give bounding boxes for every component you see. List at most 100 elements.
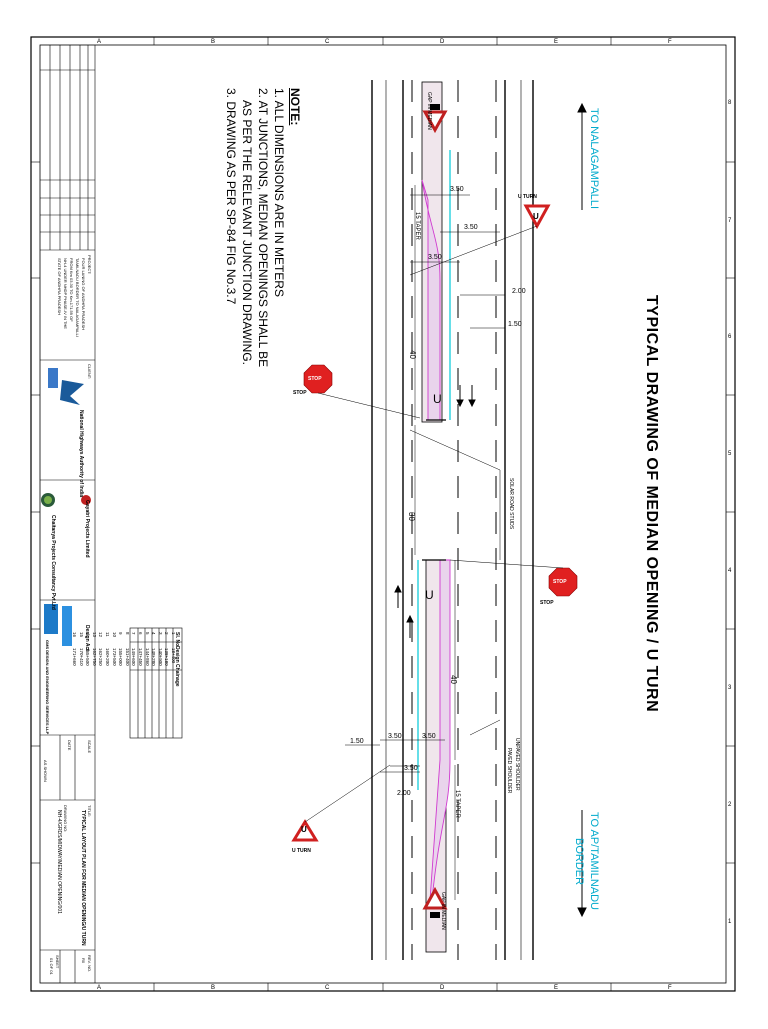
taper-bottom-label: 15 TAPER (454, 790, 460, 818)
table-cell-slno: 15 (78, 632, 84, 638)
dimension-lines (345, 185, 505, 900)
contractor-name: Gayatri Projects Limited (84, 500, 90, 558)
stop-sign-left-text: STOP (308, 376, 322, 382)
scale-label: SCALE (87, 740, 92, 754)
table-cell-chainage: 147+450 (138, 648, 143, 666)
design-act-logo (44, 604, 72, 646)
grid-letter-d-bottom: D (440, 985, 445, 991)
grid-letter-a-bottom: A (97, 985, 101, 991)
table-cell-chainage: 162+750 (91, 648, 97, 666)
dim-200-a: 2.00 (512, 288, 526, 295)
stop-sign-right-text: STOP (553, 579, 567, 585)
note-line-3: AS PER THE RELEVANT JUNCTION DRAWING. (240, 100, 254, 365)
table-cell-slno: 7 (131, 632, 137, 635)
median-bottom (417, 559, 451, 953)
chaitanya-logo (41, 493, 55, 507)
note-heading: NOTE: (288, 88, 302, 126)
table-cell-chainage: 138+180 (164, 648, 170, 666)
u-mark-top: U (433, 392, 442, 406)
design-consultant-name: Design Act (84, 625, 90, 651)
table-cell-slno: 2 (164, 632, 170, 635)
taper-top-label: 15 TAPER (414, 212, 420, 240)
drawing-title: TYPICAL DRAWING OF MEDIAN OPENING / U TU… (643, 295, 660, 713)
gayatri-logo (81, 495, 91, 505)
stop-sign-left (303, 364, 333, 394)
grid-number-2: 2 (728, 802, 732, 808)
u-turn-label-top: U TURN (518, 194, 537, 200)
table-cell-slno: 13 (91, 632, 97, 638)
grid-number-1: 1 (728, 919, 732, 925)
rev-label: REV. NO. (87, 955, 92, 973)
unpaved-shoulder-label: UNPAVED SHOULDER (514, 738, 520, 791)
gap-in-median-sign-top (422, 104, 448, 134)
direction-top-label: TO NALAGAMPALLI (588, 108, 600, 210)
table-cell-chainage: 173+500 (111, 648, 117, 666)
table-cell-slno: 1 (171, 632, 176, 635)
u-turn-sign-top (523, 204, 551, 230)
dim-40-b: 40 (449, 675, 458, 684)
grid-letter-b-bottom: B (211, 985, 215, 991)
direction-bottom-label-2: BORDER (573, 838, 585, 886)
u-turn-sign-bottom (291, 819, 319, 842)
dim-150-b: 1.50 (350, 738, 364, 745)
u-mark-bottom: U (425, 588, 434, 602)
consultant-name: Chaitanya Projects Consultancy Pvt.Ltd (50, 515, 56, 610)
paved-shoulder-label: PAVED SHOULDER (506, 748, 512, 794)
project-line-5: STATE OF ANDHRA PRADESH (57, 258, 62, 315)
table-cell-slno: 3 (157, 632, 163, 635)
client-name: National Highways Authority of India (78, 410, 84, 498)
u-turn-sign-text-bottom: U (301, 825, 307, 834)
client-label: CLIENT: (87, 364, 92, 379)
grid-letter-e: E (554, 39, 558, 45)
drawing-no: NH-4/GRDS/MIDWAY/MEDIAN OPENING/001 (56, 810, 62, 914)
project-line-2: TAMILNADU BORDER TO NALAGAMPALLI (75, 258, 80, 337)
gap-label-top: GAP IN MEDIAN (426, 92, 432, 130)
direction-bottom-label-1: TO AP/TAMILNADU (588, 812, 600, 911)
scale-value: AS SHOWN (43, 760, 48, 782)
stop-sign-right (548, 567, 578, 597)
grid-number-8: 8 (728, 100, 732, 106)
leader-lines (304, 225, 564, 823)
dim-150-a: 1.50 (508, 321, 522, 328)
u-turn-sign-text-top: U (533, 212, 539, 221)
design-consultant-sub: GMS DESIGN AND ENGINEERING SERVICES LLP (45, 640, 50, 735)
table-cell-slno: 11 (105, 632, 110, 637)
grid-letter-f: F (668, 39, 672, 45)
dim-350-b: 3.50 (464, 224, 478, 231)
note-line-4: 3. DRAWING AS PER SP-84 FIG No.3.7 (224, 88, 238, 305)
dim-200-b: 2.00 (397, 790, 411, 797)
gap-in-median-sign-bottom (422, 886, 448, 918)
inner-border (39, 44, 727, 984)
road-edges (371, 80, 534, 960)
table-cell-slno: 9 (118, 632, 124, 635)
table-cell-chainage: 155+000 (118, 648, 124, 666)
dim-40-a: 40 (408, 350, 417, 359)
grid-ticks (31, 37, 735, 991)
grid-letter-a: A (97, 39, 101, 45)
solar-road-studs-label: SOLAR ROAD STUDS (508, 478, 514, 530)
outer-border (30, 36, 736, 992)
table-cell-chainage: 170+410 (78, 648, 84, 666)
table-cell-chainage: 160+200 (105, 648, 110, 666)
table-cell-chainage: 18+400 (171, 648, 176, 664)
note-line-1: 1. ALL DIMENSIONS ARE IN METERS (272, 88, 286, 297)
chainage-table-grid (129, 627, 183, 739)
grid-letter-c: C (325, 39, 330, 45)
sheet-label: SHEET (55, 955, 60, 969)
grid-letter-b: B (211, 39, 215, 45)
median-top (421, 81, 451, 423)
table-cell-slno: 6 (138, 632, 143, 635)
table-cell-slno: 5 (144, 632, 150, 635)
drawing-no-label: DRAWING NO: (63, 805, 68, 833)
table-cell-slno: 16 (72, 632, 77, 638)
grid-letter-f-bottom: F (668, 985, 672, 991)
dim-350-c: 3.50 (428, 254, 442, 261)
table-cell-slno: 4 (151, 632, 157, 635)
gap-label-bottom: GAP IN MEDIAN (440, 892, 446, 930)
grid-letter-c-bottom: C (325, 985, 330, 991)
grid-number-4: 4 (728, 568, 732, 574)
traffic-arrows (394, 385, 476, 638)
grid-number-6: 6 (728, 334, 732, 340)
